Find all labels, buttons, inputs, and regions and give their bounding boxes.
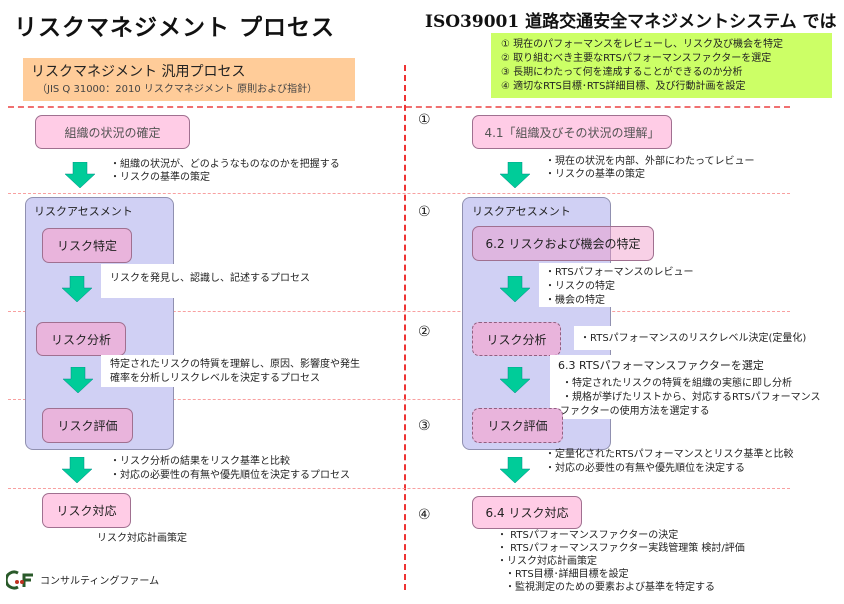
- evaluation-note: ・対応の必要性の有無や優先順位を決定する: [545, 463, 745, 474]
- logo-icon: [6, 570, 33, 590]
- header-title: リスクマネジメント 汎用プロセス: [31, 64, 246, 80]
- treatment-note: ・ RTSパフォーマンスファクターの決定: [497, 530, 679, 541]
- evaluation-box: リスク評価: [42, 408, 133, 443]
- right-title: ISO39001 道路交通安全マネジメントシステム では: [425, 12, 837, 32]
- assessment-label: リスクアセスメント: [472, 205, 571, 218]
- arrow-down-icon: [500, 162, 530, 188]
- logo-text: コンサルティングファーム: [40, 576, 160, 587]
- treatment-note: ・リスク対応計画策定: [497, 556, 597, 567]
- treatment-box: リスク対応: [42, 493, 131, 528]
- step-number: ①: [418, 204, 431, 220]
- arrow-down-icon: [62, 276, 92, 302]
- note-bg: [101, 355, 401, 387]
- arrow-down-icon: [62, 457, 92, 483]
- identify-note: ・RTSパフォーマンスのレビュー: [545, 267, 694, 278]
- summary-box: ① 現在のパフォーマンスをレビューし、リスク及び機会を特定 ② 取り組むべき主要…: [491, 33, 832, 98]
- identify-box: リスク特定: [42, 228, 132, 263]
- step-number: ④: [418, 507, 431, 523]
- summary-item: ② 取り組むべき主要なRTSパフォーマンスファクターを選定: [501, 53, 772, 64]
- analysis-box: リスク分析: [472, 322, 561, 356]
- treatment-note: ・監視測定のための要素および基準を特定する: [505, 582, 715, 593]
- assessment-label: リスクアセスメント: [34, 205, 133, 218]
- summary-item: ① 現在のパフォーマンスをレビューし、リスク及び機会を特定: [501, 39, 783, 50]
- vertical-divider: [404, 65, 406, 590]
- identify-note: リスクを発見し、認識し、記述するプロセス: [110, 273, 310, 284]
- analysis-note: ・RTSパフォーマンスのリスクレベル決定(定量化): [580, 333, 807, 344]
- context-note: ・組織の状況が、どのようなものなのかを把握する: [110, 159, 340, 170]
- note-bg: [550, 355, 832, 419]
- factor-note: ・特定されたリスクの特質を組織の実態に即し分析: [562, 378, 792, 389]
- factor-heading: 6.3 RTSパフォーマンスファクターを選定: [558, 359, 764, 372]
- factor-note: ・規格が挙げたリストから、対応するRTSパフォーマンス: [562, 392, 821, 403]
- summary-item: ③ 長期にわたって何を達成することができるのか分析: [501, 67, 743, 78]
- arrow-down-icon: [500, 276, 530, 302]
- divider: [8, 399, 790, 400]
- note-bg: [574, 326, 824, 350]
- step-number: ②: [418, 324, 431, 340]
- context-note: ・リスクの基準の策定: [110, 172, 210, 183]
- analysis-note: 特定されたリスクの特質を理解し、原因、影響度や発生: [110, 359, 360, 370]
- context-note: ・現在の状況を内部、外部にわたってレビュー: [545, 156, 755, 167]
- summary-item: ④ 適切なRTS目標･RTS詳細目標、及び行動計画を設定: [501, 81, 746, 92]
- evaluation-note: ・リスク分析の結果をリスク基準と比較: [110, 456, 290, 467]
- analysis-note: 確率を分析しリスクレベルを決定するプロセス: [110, 373, 320, 384]
- identify-note: ・機会の特定: [545, 295, 605, 306]
- context-box: 4.1「組織及びその状況の理解」: [472, 115, 672, 149]
- header-subtitle: （JIS Q 31000：2010 リスクマネジメント 原則および指針）: [37, 84, 318, 95]
- treatment-note: ・RTS目標･詳細目標を設定: [505, 569, 629, 580]
- context-box: 組織の状況の確定: [35, 115, 190, 149]
- evaluation-box: リスク評価: [472, 408, 563, 443]
- step-number: ③: [418, 418, 431, 434]
- treatment-note: ・ RTSパフォーマンスファクター実践管理策 検討/評価: [497, 543, 745, 554]
- evaluation-note: ・対応の必要性の有無や優先順位を決定するプロセス: [110, 470, 350, 481]
- identify-note: ・リスクの特定: [545, 281, 615, 292]
- header-box: リスクマネジメント 汎用プロセス （JIS Q 31000：2010 リスクマネ…: [23, 58, 355, 101]
- note-bg: [539, 263, 709, 307]
- treatment-note: リスク対応計画策定: [97, 533, 187, 544]
- identify-box: 6.2 リスクおよび機会の特定: [472, 226, 654, 261]
- divider: [8, 106, 790, 108]
- divider: [8, 311, 790, 312]
- analysis-box: リスク分析: [36, 322, 126, 356]
- treatment-box: 6.4 リスク対応: [472, 496, 582, 529]
- divider: [8, 193, 790, 194]
- left-title: リスクマネジメント プロセス: [14, 15, 336, 41]
- arrow-down-icon: [500, 367, 530, 393]
- divider: [8, 488, 790, 489]
- factor-note: ファクターの使用方法を選定する: [560, 406, 710, 417]
- context-note: ・リスクの基準の策定: [545, 169, 645, 180]
- note-bg: [101, 264, 401, 298]
- step-number: ①: [418, 112, 431, 128]
- arrow-down-icon: [65, 162, 95, 188]
- arrow-down-icon: [63, 367, 93, 393]
- arrow-down-icon: [500, 457, 530, 483]
- evaluation-note: ・定量化されたRTSパフォーマンスとリスク基準と比較: [545, 449, 794, 460]
